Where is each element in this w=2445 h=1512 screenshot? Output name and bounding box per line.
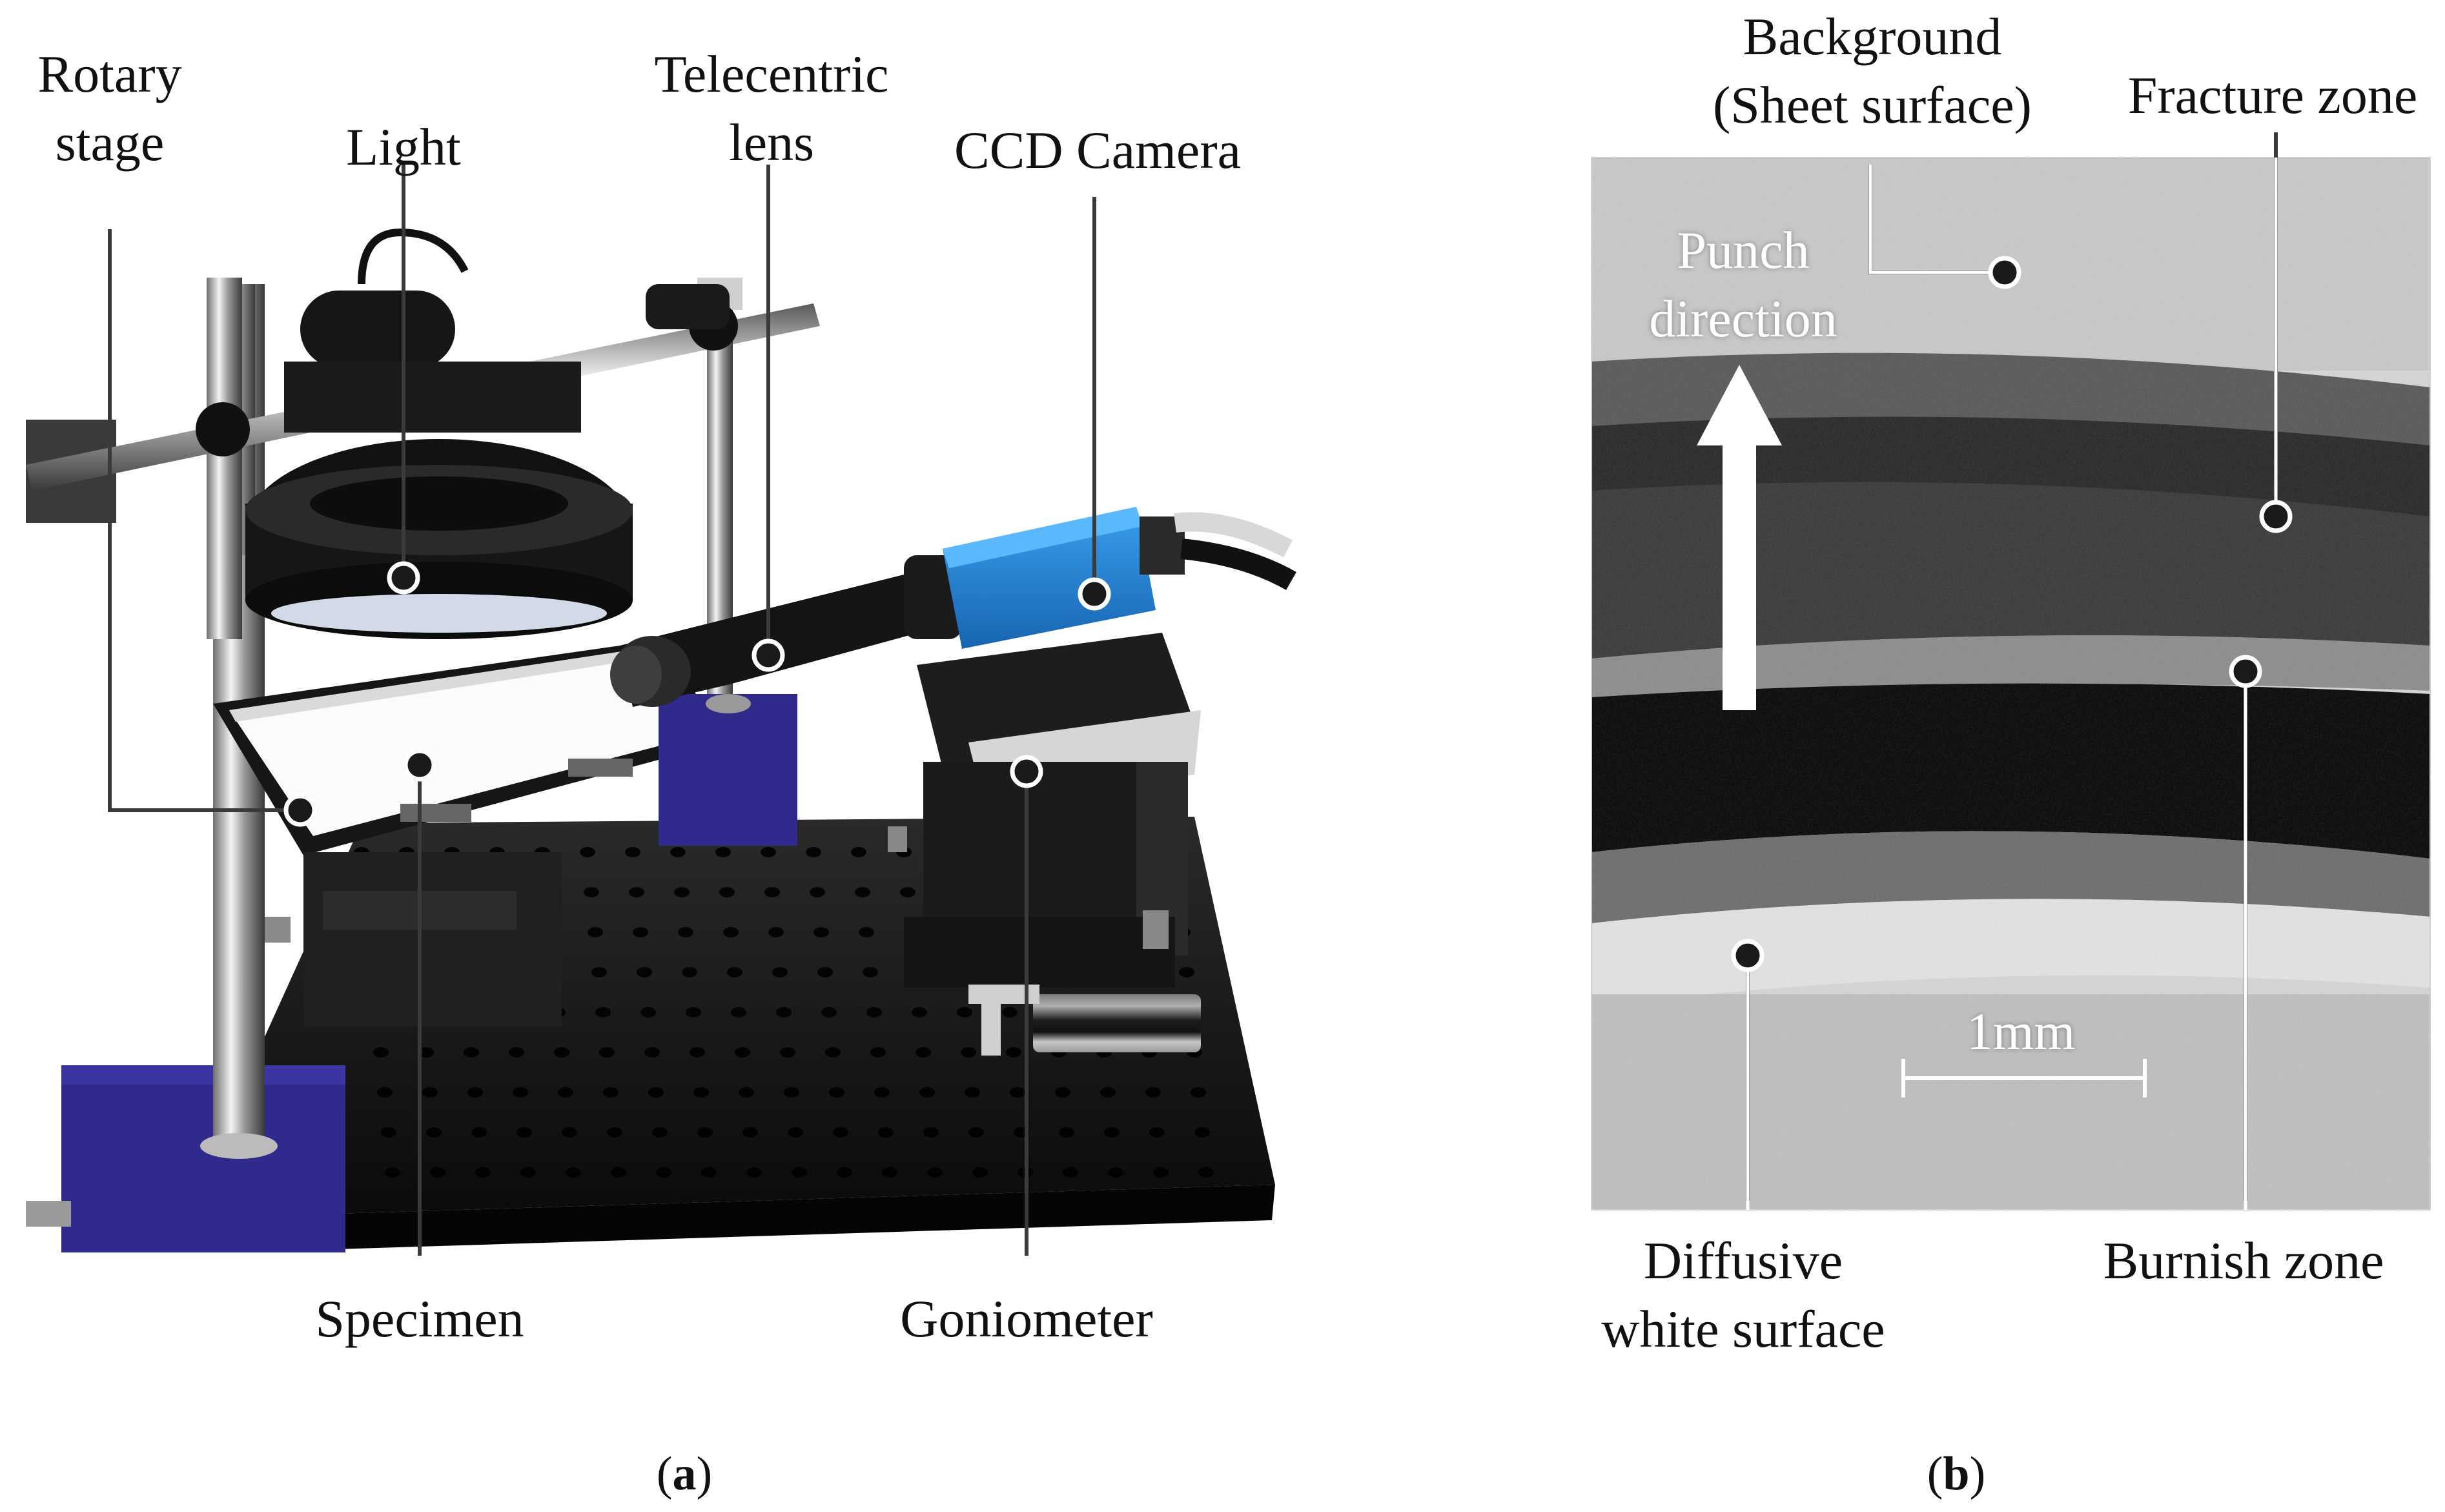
micrometer-knob — [1033, 994, 1201, 1052]
punch-direction-arrow — [1697, 365, 1782, 710]
label-goniometer: Goniometer — [900, 1289, 1153, 1348]
panel-a-markers — [283, 561, 1111, 827]
label-light: Light — [346, 117, 461, 176]
label-ccd-camera: CCD Camera — [954, 121, 1242, 179]
telecentric-lens — [620, 568, 943, 707]
label-punch-direction: Punch direction — [1649, 221, 1837, 348]
panel-b-markers — [1731, 256, 2293, 972]
label-scale-bar: 1mm — [1966, 1002, 2076, 1061]
label-background: Background (Sheet surface) — [1712, 7, 2032, 134]
label-rotary-stage: Rotary stage — [37, 45, 182, 172]
label-burnish-zone: Burnish zone — [2103, 1231, 2384, 1290]
magnetic-base-right — [659, 694, 797, 846]
panel-a-leader-lines — [108, 165, 1096, 1256]
scale-bar — [1901, 1059, 2147, 1098]
caption-b-letter: b — [1943, 1447, 1970, 1500]
caption-a: (a) — [656, 1447, 713, 1500]
caption-a-letter: a — [672, 1447, 697, 1500]
panel-a-photo — [26, 165, 1296, 1256]
label-specimen: Specimen — [315, 1289, 524, 1348]
label-fracture-zone: Fracture zone — [2127, 66, 2418, 125]
caption-b: (b) — [1927, 1447, 1986, 1500]
magnetic-base-left — [61, 1065, 345, 1252]
label-diffusive-white-surface: Diffusive white surface — [1601, 1231, 1885, 1358]
label-telecentric-lens: Telecentric lens — [654, 45, 889, 172]
